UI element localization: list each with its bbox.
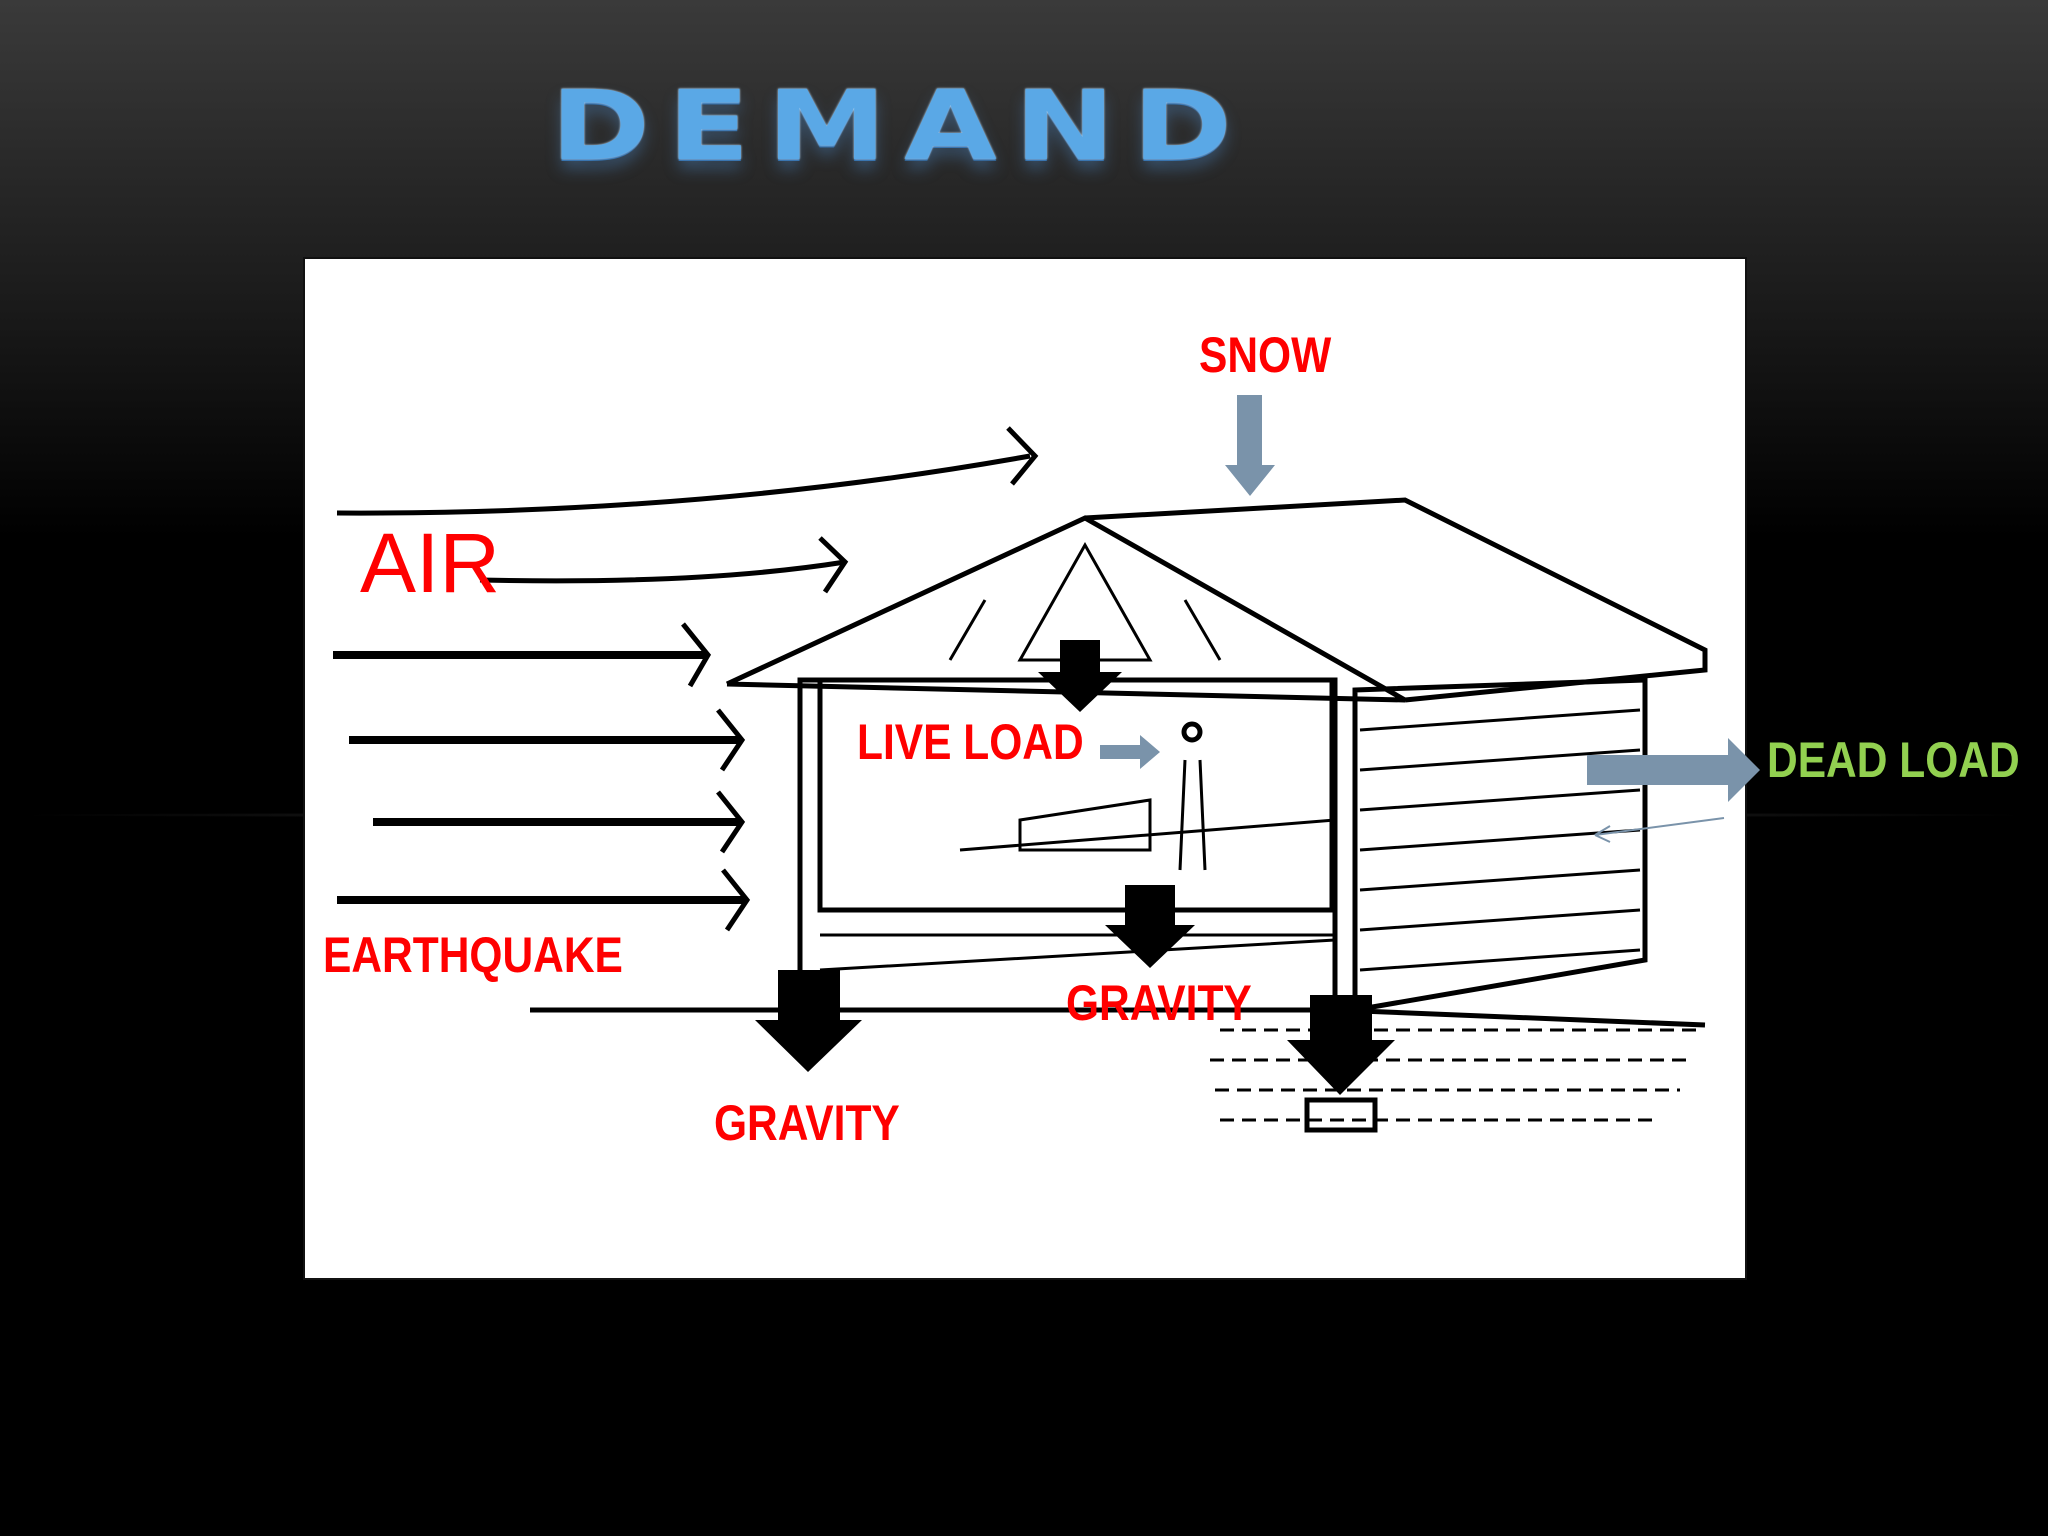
gravity-bottom-label: GRAVITY <box>714 1095 900 1151</box>
roof-gravity-arrow <box>1038 640 1122 712</box>
gravity-middle-label: GRAVITY <box>1066 975 1252 1031</box>
wind-arrow-2-head <box>818 536 849 594</box>
house-side-wall <box>1352 677 1648 1013</box>
wind-arrow-1 <box>336 453 1031 516</box>
dead-load-label: DEAD LOAD <box>1767 732 2020 788</box>
furniture <box>959 798 1336 852</box>
wind-arrow-4-head <box>716 708 746 772</box>
wind-arrow-2 <box>479 559 846 584</box>
floor-lines <box>819 933 1336 972</box>
dead-load-arrow <box>1587 738 1760 802</box>
blue-load-arrows <box>1100 395 1760 843</box>
left-gravity-arrow <box>755 970 862 1072</box>
footing <box>1304 1097 1378 1133</box>
wind-arrow-1-head <box>1006 426 1039 486</box>
siding-lines <box>1359 708 1641 972</box>
ground-line <box>530 1007 1706 1028</box>
right-gravity-arrow <box>1287 995 1395 1095</box>
diagram-panel <box>303 257 1747 1280</box>
gravity-arrows <box>755 640 1395 1095</box>
live-load-label: LIVE LOAD <box>857 714 1084 770</box>
air-label: AIR <box>360 516 501 610</box>
wind-arrows <box>333 426 1039 932</box>
live-load-arrow <box>1100 735 1160 769</box>
person-head <box>1181 721 1203 743</box>
ground-hatching <box>1210 1028 1700 1122</box>
dead-load-pointer <box>1594 817 1725 843</box>
wind-arrow-6-head <box>721 868 751 932</box>
roof-slope <box>1084 497 1708 703</box>
wind-arrow-5-head <box>716 790 746 854</box>
wind-arrow-3-head <box>681 622 712 688</box>
snow-label: SNOW <box>1199 327 1332 383</box>
earthquake-label: EARTHQUAKE <box>323 927 623 983</box>
snow-arrow <box>1225 395 1275 496</box>
house-drawing <box>530 497 1708 1133</box>
floor-gravity-arrow <box>1105 885 1195 968</box>
person-body <box>1178 759 1207 871</box>
